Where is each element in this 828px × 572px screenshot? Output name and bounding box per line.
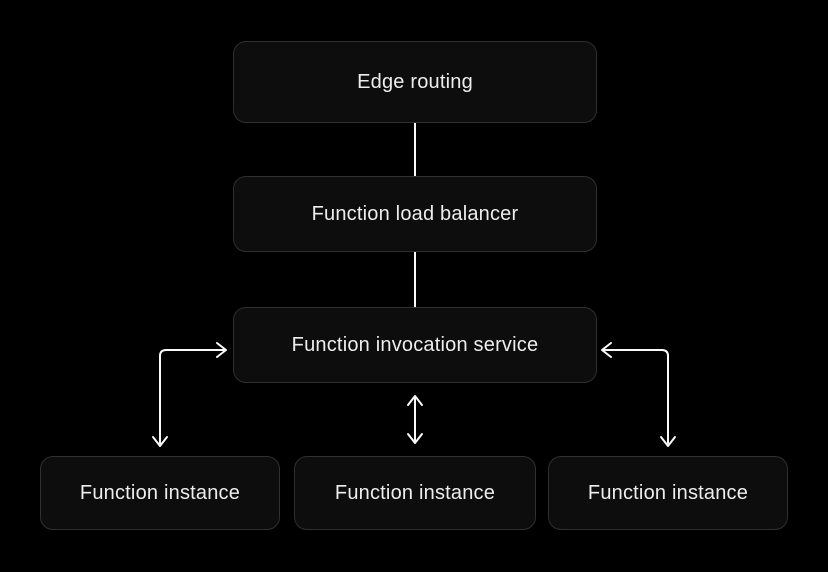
node-label: Function load balancer [311,202,519,225]
node-edge-routing: Edge routing [233,41,597,123]
node-label: Function instance [79,481,241,504]
connector-left-instance-invocation-service [152,342,227,447]
connector-invocation-service-middle-instance [407,395,423,444]
node-function-load-balancer: Function load balancer [233,176,597,252]
node-function-instance-right: Function instance [548,456,788,530]
arrowhead-down-icon [660,436,676,447]
arrowhead-down-icon [152,436,168,447]
connector-right-instance-invocation-service [601,342,676,447]
arrowhead-down-icon [407,433,423,444]
node-function-instance-middle: Function instance [294,456,536,530]
node-function-invocation-service: Function invocation service [233,307,597,383]
node-label: Function instance [587,481,749,504]
arrowhead-up-icon [407,395,423,406]
node-function-instance-left: Function instance [40,456,280,530]
arrowhead-left-icon [601,342,612,358]
node-label: Function invocation service [291,333,539,356]
node-label: Function instance [334,481,496,504]
arrowhead-right-icon [216,342,227,358]
node-label: Edge routing [357,70,473,93]
